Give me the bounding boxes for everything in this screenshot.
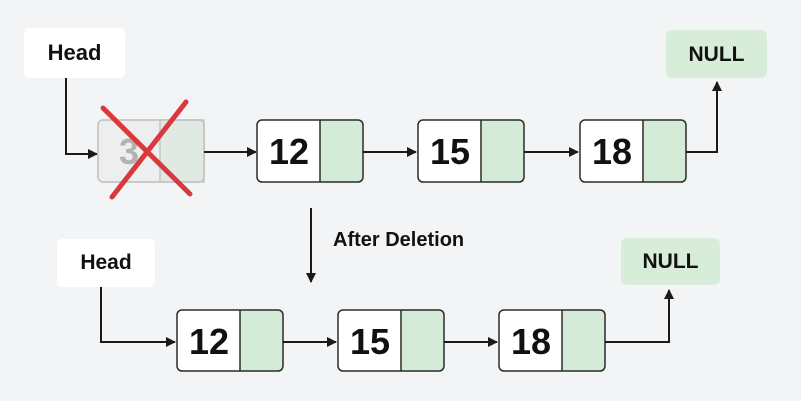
before-head-box	[24, 28, 125, 78]
after-node-1: 12	[176, 309, 284, 372]
before-node-3-value: 18	[592, 131, 632, 172]
after-null-label: NULL	[643, 250, 699, 273]
after-head-box	[57, 239, 155, 287]
after-node-3: 18	[498, 309, 606, 372]
after-list: Head 12 15 18 NU	[57, 238, 720, 372]
before-list: Head 3 12	[24, 28, 767, 200]
cross-mark-icon	[100, 99, 193, 200]
after-node-1-value: 12	[189, 321, 229, 362]
after-arrow-node3-to-null	[605, 289, 674, 343]
after-node-2: 15	[337, 309, 445, 372]
after-node-3-value: 18	[511, 321, 551, 362]
before-node-1: 12	[256, 119, 364, 183]
transition: After Deletion	[306, 208, 464, 283]
after-null-box	[621, 238, 720, 285]
before-head-pointer-arrow	[65, 78, 98, 159]
after-head-pointer-arrow	[100, 287, 176, 347]
before-node-2: 15	[417, 119, 525, 183]
transition-label: After Deletion	[333, 229, 464, 251]
before-node-3: 18	[579, 119, 687, 183]
before-node-2-value: 15	[430, 131, 470, 172]
before-null-box	[666, 30, 767, 78]
before-null-label: NULL	[689, 43, 745, 66]
after-head-label: Head	[80, 251, 131, 274]
before-arrow-node3-to-null	[686, 81, 722, 153]
after-node-2-value: 15	[350, 321, 390, 362]
before-node-1-value: 12	[269, 131, 309, 172]
before-head-label: Head	[48, 40, 102, 65]
